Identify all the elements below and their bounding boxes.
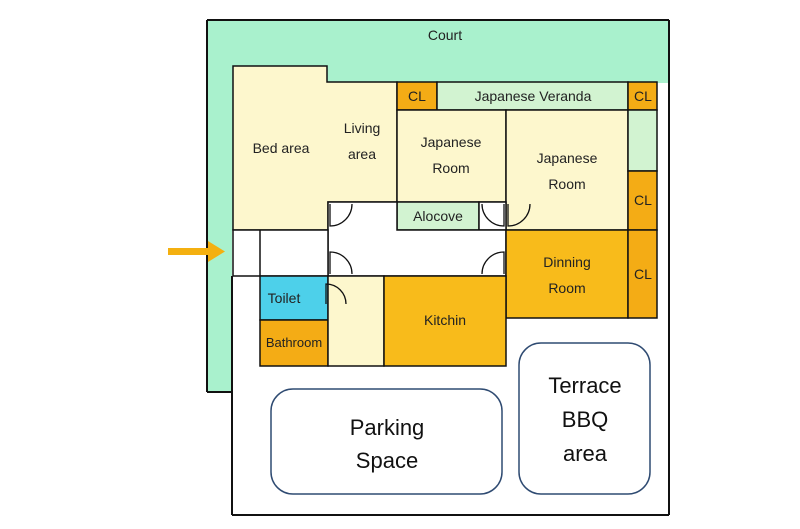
japanese-room-label: Japanese <box>421 134 482 150</box>
closet-label: CL <box>634 192 652 208</box>
door-swing-icon <box>507 203 531 227</box>
japanese-room-label: Room <box>548 176 585 192</box>
court-label: Court <box>428 27 462 43</box>
door-swing-icon <box>329 203 353 227</box>
entrance-arrow-icon <box>168 241 225 262</box>
japanese-veranda-label: Japanese Veranda <box>475 88 592 104</box>
japanese-room-label: Japanese <box>537 150 598 166</box>
parking-space <box>270 388 503 495</box>
dinning-room-label: Dinning <box>543 254 590 270</box>
entrance-corridor <box>232 229 329 277</box>
closet-label: CL <box>634 266 652 282</box>
door-swing-icon <box>329 251 353 275</box>
alcove-label: Alocove <box>413 208 463 224</box>
veranda-side-strip <box>627 109 658 172</box>
terrace-label: area <box>563 441 608 466</box>
closet-right-upper <box>627 170 658 231</box>
door-swing-icon <box>481 203 505 227</box>
dinning-room <box>505 229 629 319</box>
terrace-label: Terrace <box>548 373 621 398</box>
terrace-label: BBQ <box>562 407 608 432</box>
door-swing-icon <box>325 283 347 305</box>
terrace-bbq-area <box>518 342 651 495</box>
parking-space-label: Space <box>356 448 418 473</box>
kitchin-label: Kitchin <box>424 312 466 328</box>
door-swing-icon <box>481 251 505 275</box>
japanese-room-label: Room <box>432 160 469 176</box>
toilet-label: Toilet <box>268 290 301 306</box>
yard-right-strip <box>657 83 669 515</box>
closet-label: CL <box>408 88 426 104</box>
parking-space-label: Parking <box>350 415 425 440</box>
site-boundary <box>206 19 670 516</box>
kitchin <box>383 275 507 367</box>
closet-label: CL <box>634 88 652 104</box>
bathroom-label: Bathroom <box>266 335 322 350</box>
dinning-room-label: Room <box>548 280 585 296</box>
japanese-room-2 <box>505 109 629 231</box>
living-area-label: area <box>348 146 376 162</box>
bed-area-label: Bed area <box>253 140 310 156</box>
washroom <box>327 275 385 367</box>
living-area-label: Living <box>344 120 381 136</box>
door-swings <box>325 203 531 305</box>
japanese-room-1 <box>396 109 507 203</box>
closet-right-lower <box>627 229 658 319</box>
bathroom <box>259 319 329 367</box>
